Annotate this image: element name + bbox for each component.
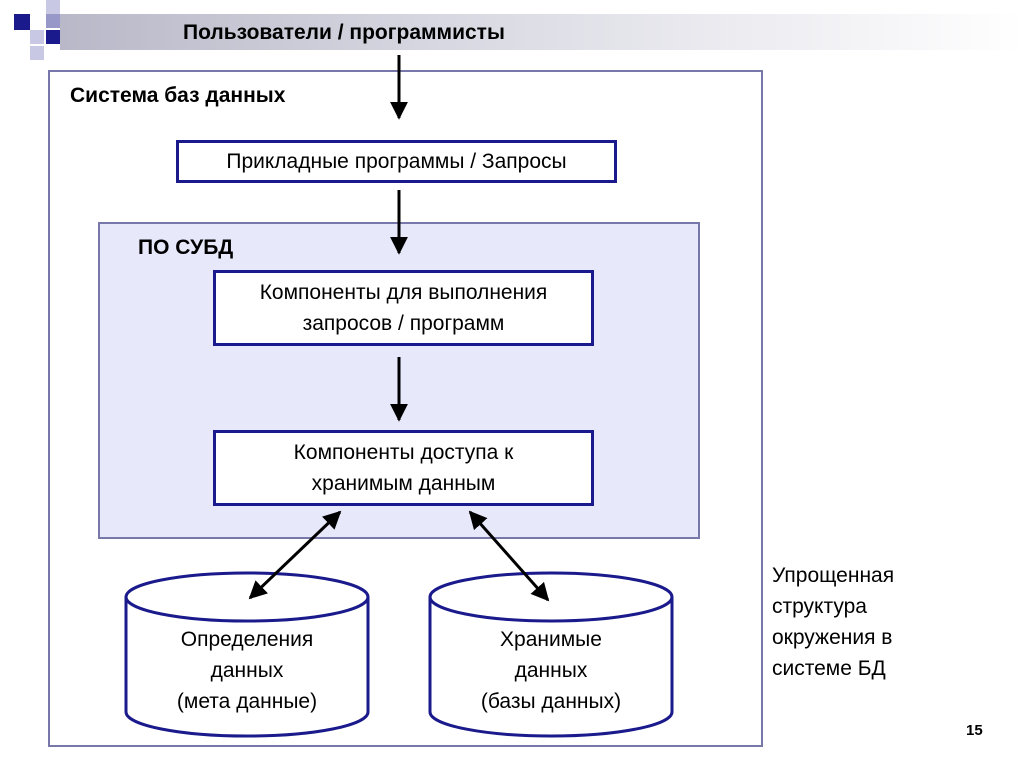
stored-data-cylinder-label: Хранимые данных (базы данных) [430, 624, 672, 717]
arrow-access-metadata [248, 510, 342, 600]
metadata-label-line3: (мета данные) [176, 690, 318, 713]
side-caption-line2: структура [772, 595, 867, 618]
decor-square-light [46, 0, 60, 14]
dbms-software-title: ПО СУБД [138, 236, 234, 259]
query-execution-label-line2: запросов / программ [302, 312, 505, 335]
arrow-access-stored-data [468, 510, 550, 602]
header-title: Пользователи / программисты [183, 21, 505, 44]
side-caption: Упрощенная структура окружения в системе… [772, 560, 972, 684]
side-caption-line1: Упрощенная [772, 564, 895, 587]
title-band [60, 14, 1024, 50]
stored-data-label-line2: данных [514, 659, 588, 682]
decor-square-dark [14, 14, 30, 30]
stored-data-access-label-line2: хранимым данным [311, 472, 496, 495]
stored-data-access-label-line1: Компоненты доступа к [293, 441, 514, 464]
stored-data-access-components-box: Компоненты доступа к хранимым данным [213, 430, 594, 506]
decor-square-light [30, 46, 44, 60]
side-caption-line3: окружения в [772, 626, 893, 649]
query-execution-components-box: Компоненты для выполнения запросов / про… [213, 270, 594, 346]
decor-square-mid [46, 14, 60, 28]
query-execution-label-line1: Компоненты для выполнения [259, 281, 548, 304]
database-system-title: Система баз данных [70, 84, 286, 107]
application-programs-box: Прикладные программы / Запросы [176, 140, 617, 183]
metadata-label-line1: Определения [180, 628, 314, 651]
side-caption-line4: системе БД [772, 657, 886, 680]
decor-square-dark [46, 30, 60, 44]
stored-data-label-line3: (базы данных) [480, 690, 622, 713]
metadata-label-line2: данных [210, 659, 284, 682]
application-programs-label: Прикладные программы / Запросы [226, 150, 567, 173]
metadata-cylinder-label: Определения данных (мета данные) [126, 624, 368, 717]
page-number: 15 [966, 722, 983, 739]
stored-data-label-line1: Хранимые [500, 628, 602, 651]
decor-square-light [30, 30, 44, 44]
